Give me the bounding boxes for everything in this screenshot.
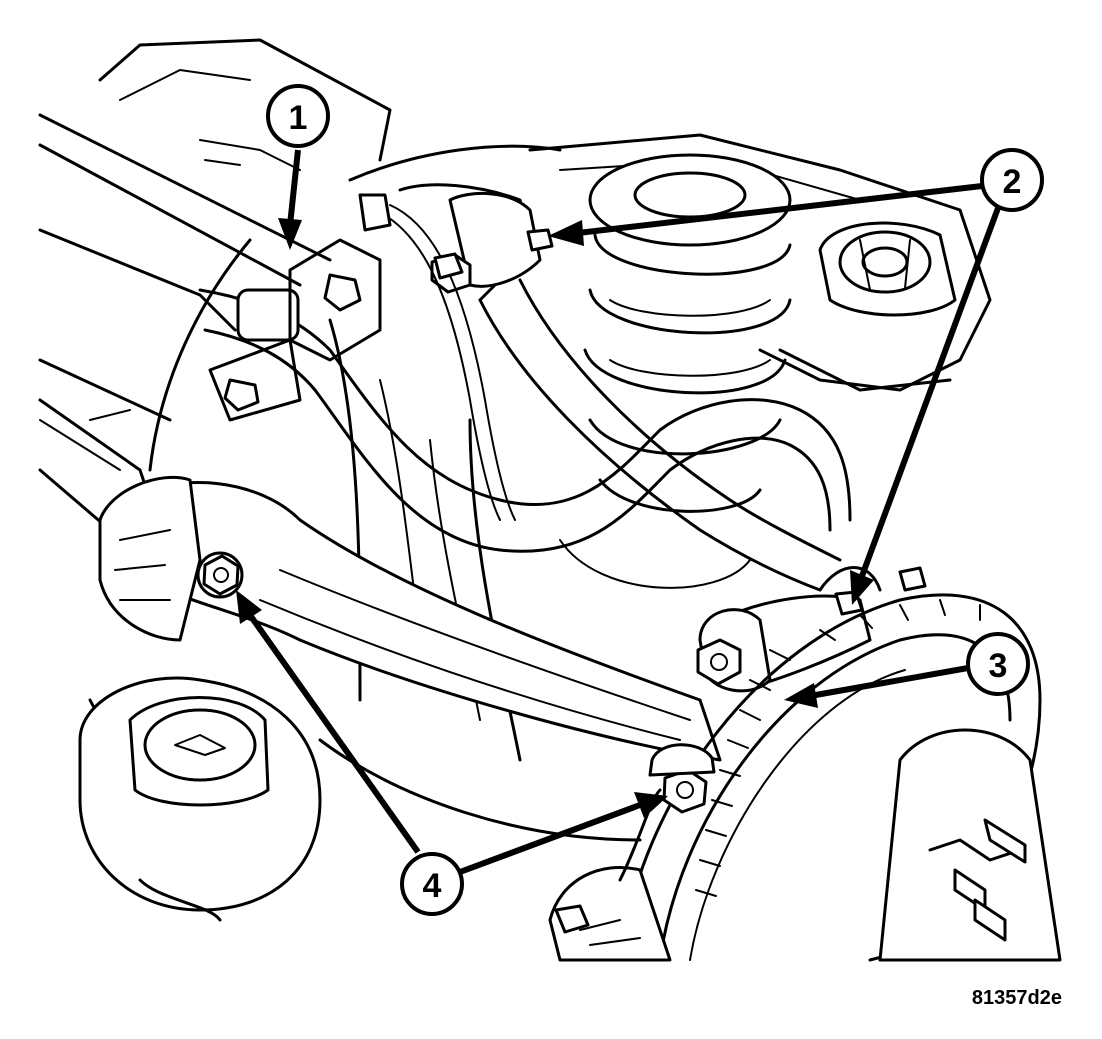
callout-label: 2 — [1003, 163, 1022, 201]
knuckle — [148, 144, 642, 842]
figure-id: 81357d2e — [972, 987, 1062, 1009]
leader-4a — [247, 613, 421, 854]
brake-line — [199, 139, 516, 521]
leader-2a — [577, 183, 983, 236]
callout-2: 2 — [980, 148, 1044, 212]
callout-circle — [966, 632, 1030, 696]
callout-3: 3 — [966, 632, 1030, 696]
arrowhead-2a — [548, 220, 584, 246]
upper-arm-nut — [526, 228, 554, 252]
leader-3 — [809, 665, 969, 699]
arrowhead-4b — [634, 792, 668, 818]
callout-circle — [400, 852, 464, 916]
stabilizer-bushing — [208, 238, 382, 422]
upper-bushing — [818, 221, 957, 317]
callout-circle — [980, 148, 1044, 212]
callout-label: 3 — [989, 647, 1008, 685]
frame-rail — [38, 38, 392, 532]
wheel-hub — [878, 728, 1062, 962]
leader-2b — [859, 206, 1001, 578]
leader-1 — [287, 149, 301, 226]
arrowhead-4a — [236, 590, 262, 624]
upper-arm-bolt-head — [433, 252, 464, 280]
callout-4: 4 — [400, 852, 464, 916]
callout-label: 1 — [289, 99, 308, 137]
callout-1: 1 — [266, 84, 330, 148]
callout-circle — [266, 84, 330, 148]
arrowhead-1 — [278, 218, 302, 250]
toe-link-bolt — [696, 638, 742, 686]
stabilizer-bar — [198, 288, 852, 553]
lower-mount-bracket — [98, 475, 202, 642]
brake-caliper — [548, 788, 672, 962]
upper-control-arm — [398, 183, 842, 592]
rotor-stud — [898, 566, 927, 592]
leader-lines — [236, 149, 1001, 875]
lower-arm-inner-bolt — [196, 551, 244, 599]
coil-spring — [559, 153, 792, 589]
lower-arm-outer-bolt — [648, 743, 716, 814]
lower-bushing — [78, 676, 322, 922]
leader-4b — [458, 802, 642, 875]
arrowhead-3 — [784, 683, 818, 708]
arrowhead-2b — [850, 570, 874, 605]
callout-label: 4 — [423, 867, 442, 905]
bolts — [196, 228, 927, 814]
